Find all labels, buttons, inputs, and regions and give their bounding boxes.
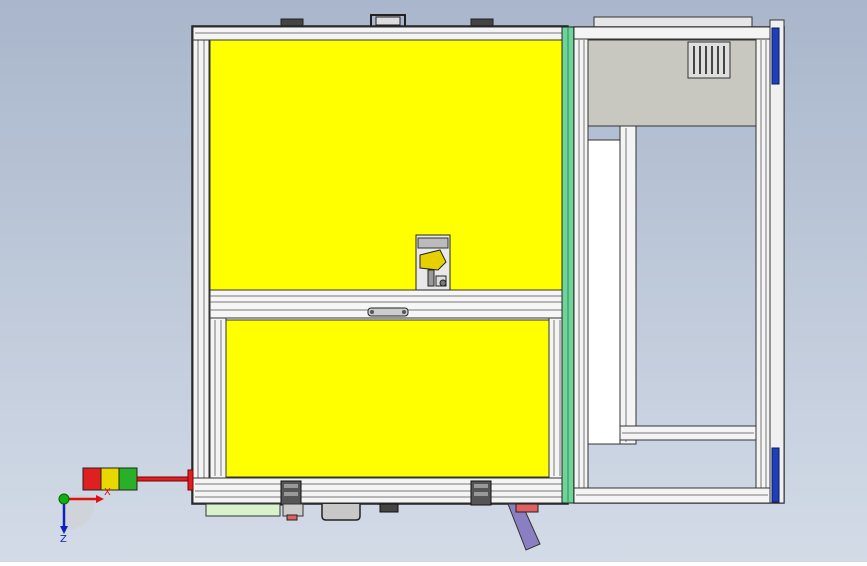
y-axis-point bbox=[58, 493, 70, 505]
middle-rail bbox=[209, 289, 567, 319]
coordinate-triad: X Z bbox=[58, 487, 111, 545]
signal-tower bbox=[82, 467, 194, 491]
top-accessories bbox=[280, 14, 494, 27]
upper-panel bbox=[209, 39, 563, 291]
gripper-unit bbox=[415, 234, 451, 291]
right-cabinet bbox=[573, 16, 785, 504]
lower-panel bbox=[225, 319, 550, 478]
x-axis-label: X bbox=[104, 487, 111, 498]
bottom-accessories bbox=[205, 480, 541, 551]
green-divider bbox=[561, 26, 575, 504]
z-axis-label: Z bbox=[60, 534, 67, 545]
